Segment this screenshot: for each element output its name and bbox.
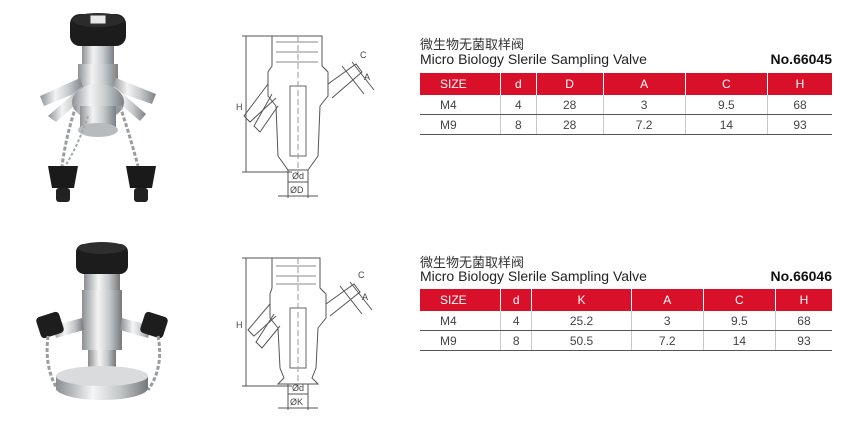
table-cell: M9: [420, 114, 501, 135]
col-header: d: [500, 73, 537, 95]
table-cell: 4: [500, 95, 537, 115]
col-header: C: [703, 289, 776, 311]
product-66045: H C A Ød ØD 微生物无菌取样阀 Micro Biology Sleri…: [40, 13, 832, 202]
table-cell: 93: [775, 330, 832, 351]
col-header: H: [775, 289, 832, 311]
table-cell: 8: [500, 330, 533, 351]
col-header: SIZE: [420, 289, 501, 311]
model-number: No.66046: [770, 268, 832, 284]
table-cell: 25.2: [531, 311, 632, 331]
col-header: A: [631, 289, 704, 311]
table-cell: M4: [420, 311, 501, 331]
table-cell: 93: [767, 114, 832, 135]
product-title-cn: 微生物无菌取样阀: [420, 256, 525, 271]
table-cell: 28: [536, 114, 604, 135]
valve-66045-drawing: H C A Ød ØD: [236, 35, 375, 198]
table-row: M4 4 28 3 9.5 68: [420, 95, 832, 115]
table-cell: M4: [420, 95, 501, 115]
drawing-label-bottom: ØD: [290, 185, 304, 195]
drawing-label-bottom: ØK: [290, 397, 303, 407]
drawing-label-c: C: [360, 50, 367, 60]
table-cell: M9: [420, 330, 501, 351]
product-title-en: Micro Biology Slerile Sampling Valve: [420, 51, 647, 67]
table-cell: 7.2: [631, 330, 704, 351]
table-cell: 9.5: [685, 95, 769, 115]
col-header: H: [767, 73, 832, 95]
table-cell: 68: [775, 311, 832, 331]
valve-66045-photo: [40, 13, 156, 202]
table-cell: 28: [536, 95, 604, 115]
table-cell: 3: [631, 311, 704, 331]
col-header: C: [685, 73, 769, 95]
table-cell: 68: [767, 95, 832, 115]
product-title-en: Micro Biology Slerile Sampling Valve: [420, 268, 647, 284]
spec-table-header: SIZE d K A C H: [420, 289, 832, 311]
valve-66046-drawing: H C A Ød ØK: [236, 257, 373, 410]
table-cell: 4: [500, 311, 533, 331]
table-row: M4 4 25.2 3 9.5 68: [420, 311, 832, 331]
col-header: D: [536, 73, 604, 95]
col-header: d: [500, 289, 533, 311]
spec-table: SIZE d K A C H M4 4 25.2 3 9.5 68: [420, 289, 832, 351]
col-header: K: [531, 289, 632, 311]
valve-66046-photo: [36, 242, 168, 400]
model-number: No.66045: [770, 51, 832, 67]
table-cell: 14: [703, 330, 776, 351]
table-cell: 9.5: [703, 311, 776, 331]
table-cell: 14: [685, 114, 769, 135]
col-header: A: [603, 73, 686, 95]
drawing-label-d: Ød: [292, 171, 304, 181]
drawing-label-d: Ød: [292, 383, 304, 393]
product-title-cn: 微生物无菌取样阀: [420, 38, 525, 53]
drawing-label-a: A: [364, 72, 370, 82]
drawing-label-h: H: [236, 320, 243, 330]
table-row: M9 8 28 7.2 14 93: [420, 114, 832, 135]
table-cell: 50.5: [531, 330, 632, 351]
table-cell: 7.2: [603, 114, 686, 135]
table-cell: 8: [500, 114, 537, 135]
spec-table: SIZE d D A C H M4 4 28 3 9.5 68: [420, 73, 832, 135]
product-66046: H C A Ød ØK 微生物无菌取样阀 Micro Biology Sleri…: [0, 212, 856, 424]
drawing-label-c: C: [358, 270, 365, 280]
drawing-label-h: H: [236, 102, 243, 112]
table-cell: 3: [603, 95, 686, 115]
drawing-label-a: A: [362, 292, 368, 302]
col-header: SIZE: [420, 73, 501, 95]
table-row: M9 8 50.5 7.2 14 93: [420, 330, 832, 351]
spec-table-header: SIZE d D A C H: [420, 73, 832, 95]
